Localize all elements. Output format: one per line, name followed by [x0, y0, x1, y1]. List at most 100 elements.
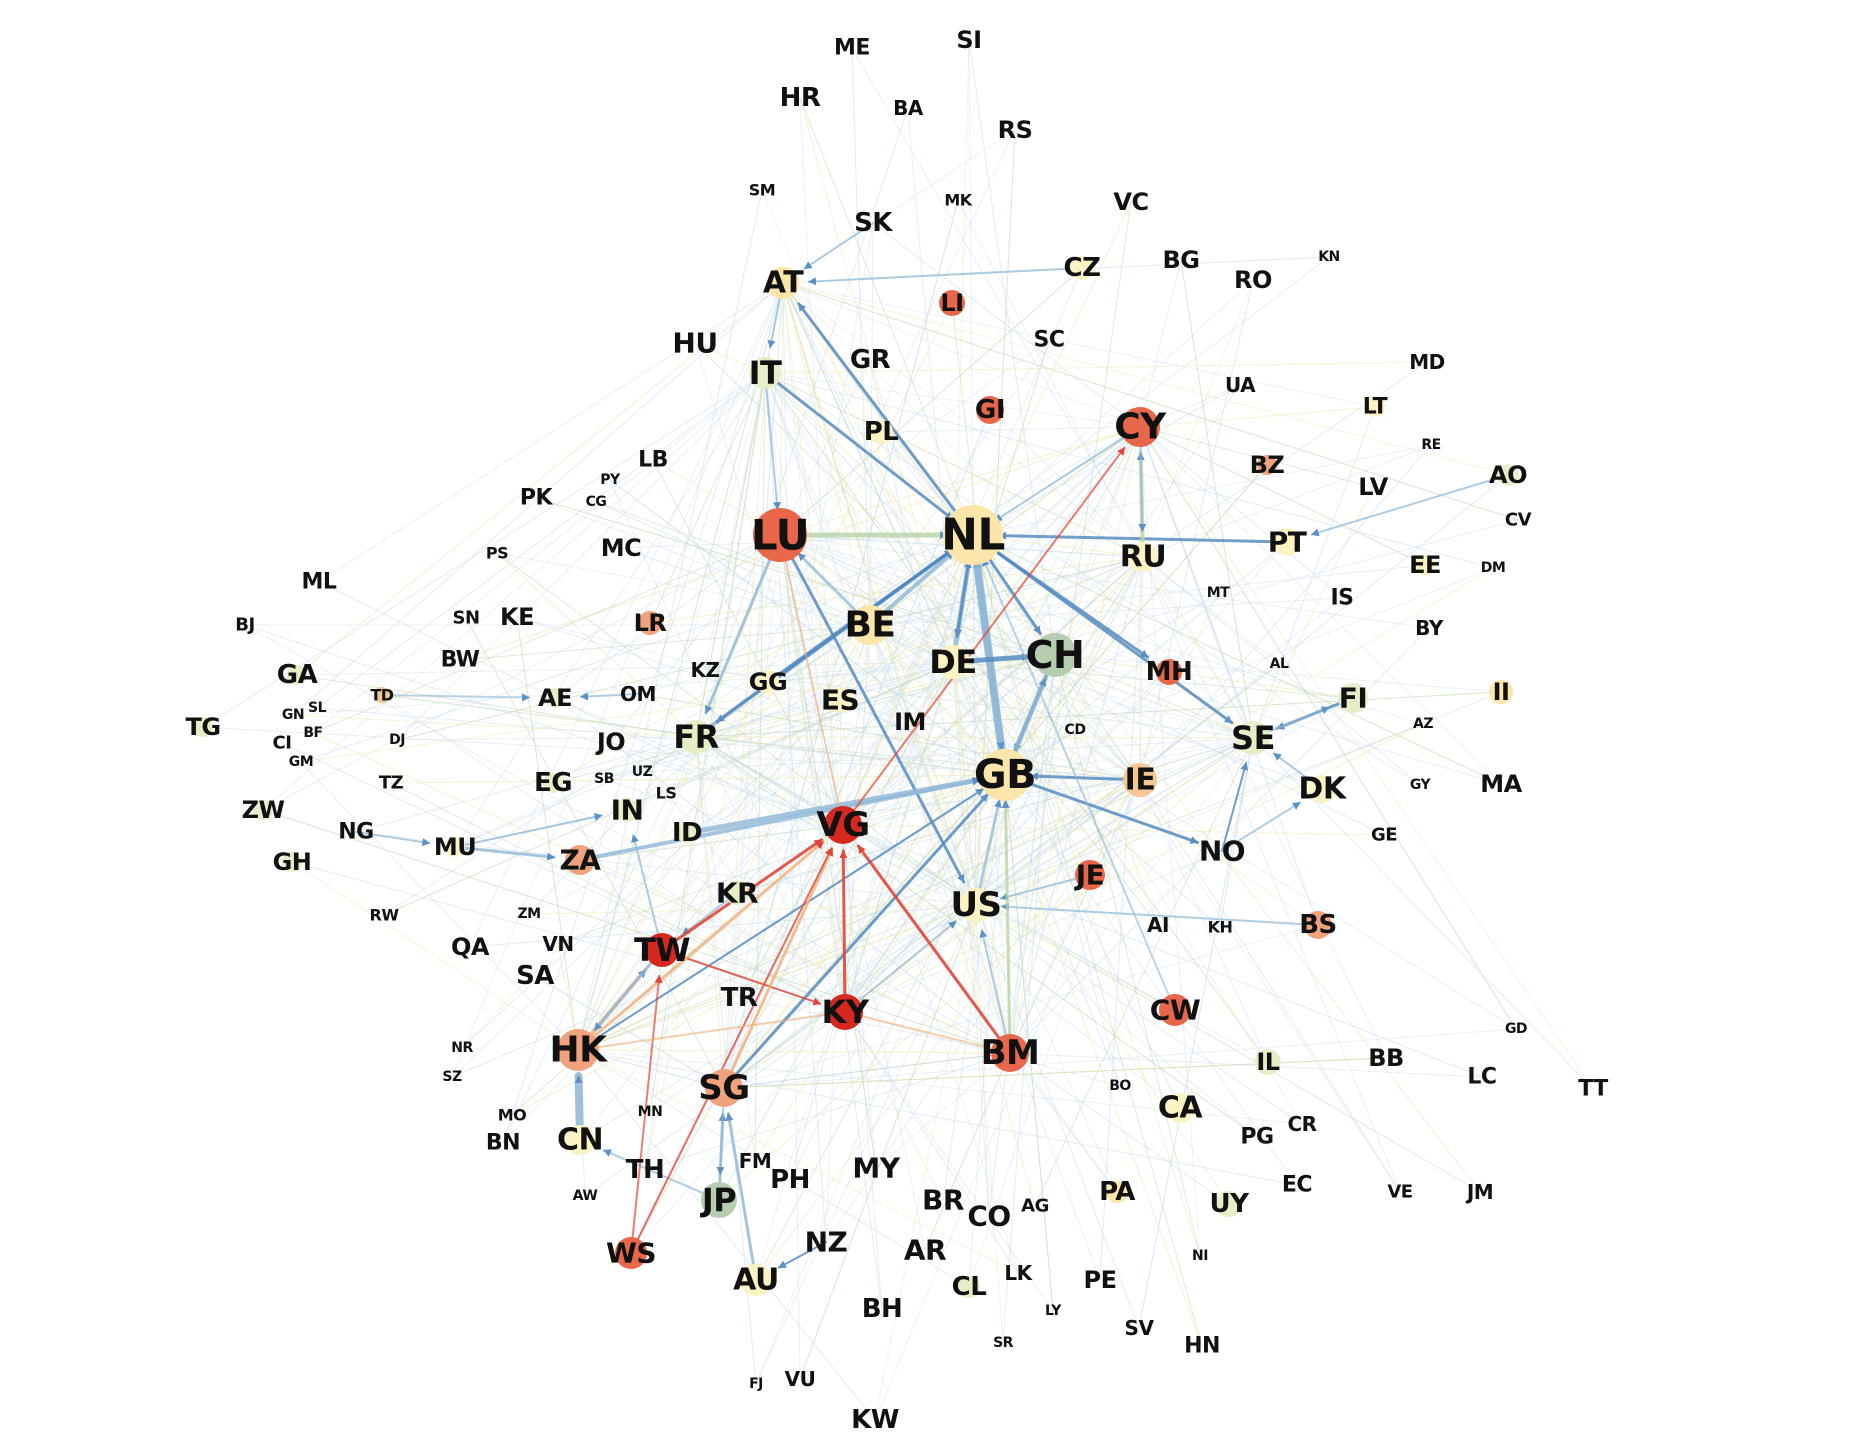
node-vg[interactable]	[824, 806, 862, 844]
label-cg: CG	[586, 494, 607, 510]
node-us[interactable]	[959, 888, 993, 922]
node-cz[interactable]	[1070, 256, 1094, 280]
bg-edge	[869, 624, 1140, 1329]
node-id[interactable]	[677, 823, 697, 843]
node-au[interactable]	[740, 1264, 772, 1296]
bg-edge	[1054, 654, 1254, 739]
node-cw[interactable]	[1159, 994, 1191, 1026]
label-rw: RW	[370, 906, 400, 925]
node-cn[interactable]	[565, 1125, 595, 1155]
node-td[interactable]	[374, 687, 390, 703]
node-ru[interactable]	[1128, 542, 1158, 572]
node-dk[interactable]	[1308, 775, 1336, 803]
node-il[interactable]	[1255, 1049, 1281, 1075]
node-ky[interactable]	[827, 994, 863, 1030]
label-az: AZ	[1413, 716, 1433, 732]
bg-edge	[554, 534, 781, 699]
bg-edge	[779, 426, 1141, 536]
node-ca[interactable]	[1165, 1093, 1195, 1123]
node-gg[interactable]	[756, 670, 780, 694]
node-be[interactable]	[850, 605, 890, 645]
node-tw[interactable]	[645, 933, 679, 967]
bg-edge	[396, 556, 1144, 741]
node-cy[interactable]	[1120, 407, 1160, 447]
node-gh[interactable]	[282, 852, 302, 872]
edge-it-nl	[763, 371, 954, 521]
label-ci: CI	[273, 733, 292, 754]
node-ao[interactable]	[1497, 464, 1519, 486]
label-jp: JP	[700, 1181, 736, 1219]
bg-edge	[292, 282, 784, 716]
node-at[interactable]	[767, 267, 799, 299]
node-in[interactable]	[615, 798, 639, 822]
bg-edge	[844, 534, 974, 1013]
node-bs[interactable]	[1304, 911, 1332, 939]
label-ua: UA	[1225, 373, 1256, 397]
node-ae[interactable]	[545, 688, 565, 708]
node-ee[interactable]	[1415, 555, 1435, 575]
node-kr[interactable]	[725, 881, 749, 905]
bg-edge	[626, 534, 974, 811]
bg-edge	[1004, 774, 1298, 1186]
node-fi[interactable]	[1338, 683, 1368, 713]
node-uy[interactable]	[1216, 1191, 1242, 1217]
node-ch[interactable]	[1033, 633, 1077, 677]
node-de[interactable]	[936, 645, 970, 679]
bg-edge	[595, 501, 871, 626]
node-pt[interactable]	[1273, 528, 1301, 556]
node-bm[interactable]	[991, 1034, 1029, 1072]
node-mh[interactable]	[1156, 659, 1182, 685]
node-bz[interactable]	[1257, 455, 1277, 475]
node-je[interactable]	[1075, 860, 1105, 890]
node-hk[interactable]	[557, 1029, 599, 1071]
bg-edge	[1142, 556, 1401, 1193]
label-cr: CR	[1287, 1112, 1316, 1136]
node-ws[interactable]	[615, 1237, 647, 1269]
node-tg[interactable]	[193, 717, 213, 737]
bg-edge	[577, 1049, 1019, 1274]
node-jp[interactable]	[701, 1182, 737, 1218]
node-cl[interactable]	[958, 1276, 980, 1298]
node-lr[interactable]	[638, 611, 662, 635]
bg-edge	[1009, 592, 1219, 1054]
node-nl[interactable]	[943, 505, 1003, 565]
node-gi[interactable]	[976, 396, 1004, 424]
edge-ws-tw	[630, 974, 663, 1254]
label-tw: TW	[634, 931, 690, 969]
bg-edge	[723, 372, 766, 1089]
node-pa[interactable]	[1106, 1181, 1128, 1203]
node-pl[interactable]	[869, 420, 893, 444]
bg-edge	[975, 779, 1141, 906]
node-it[interactable]	[749, 357, 781, 389]
label-es: ES	[821, 684, 859, 717]
node-li[interactable]	[939, 290, 965, 316]
bg-edge	[851, 47, 871, 626]
label-by: BY	[1415, 616, 1444, 640]
edge-bs-us	[1000, 902, 1319, 926]
node-eg[interactable]	[543, 773, 563, 793]
node-lt[interactable]	[1365, 397, 1385, 417]
bg-edge	[723, 663, 1280, 1089]
node-es[interactable]	[827, 687, 853, 713]
label-fj: FJ	[749, 1376, 763, 1392]
node-ie[interactable]	[1123, 763, 1157, 797]
node-lu[interactable]	[753, 508, 807, 562]
node-za[interactable]	[565, 845, 595, 875]
node-gb[interactable]	[979, 749, 1031, 801]
node-zw[interactable]	[253, 800, 273, 820]
bg-edge	[723, 779, 1141, 1089]
bg-edge	[736, 624, 871, 894]
node-ii[interactable]	[1489, 680, 1513, 704]
node-mu[interactable]	[445, 837, 465, 857]
bg-edge	[383, 661, 954, 916]
node-se[interactable]	[1236, 721, 1270, 755]
node-ga[interactable]	[287, 665, 307, 685]
node-sg[interactable]	[705, 1069, 743, 1107]
bg-edge	[1054, 654, 1502, 693]
bg-edge	[975, 556, 1144, 906]
edge-nz-au	[777, 1241, 827, 1269]
bg-edge	[968, 39, 977, 906]
label-ba: BA	[893, 96, 924, 120]
label-ag: AG	[1021, 1196, 1049, 1217]
node-fr[interactable]	[679, 720, 713, 754]
